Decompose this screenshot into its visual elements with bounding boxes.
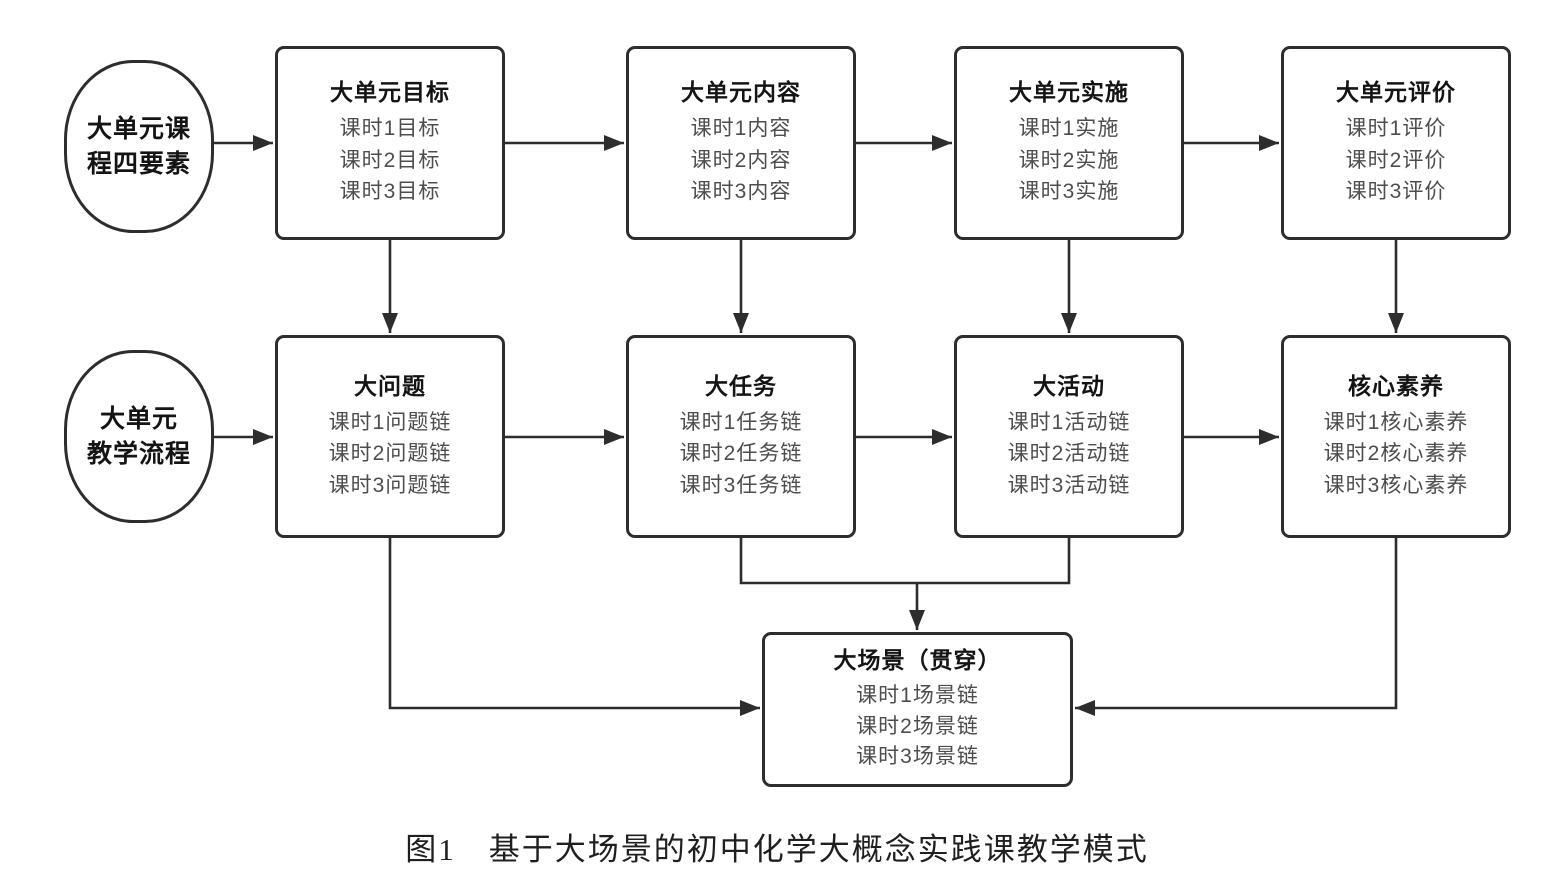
box-title: 大任务	[705, 372, 777, 399]
box-title: 大活动	[1033, 372, 1105, 399]
box-item: 课时1实施	[1018, 117, 1120, 141]
box-item: 课时1评价	[1345, 117, 1447, 141]
connector-task-activity-merge	[739, 538, 1071, 585]
box-unit-content: 大单元内容 课时1内容 课时2内容 课时3内容	[626, 46, 856, 240]
box-item: 课时3问题链	[328, 473, 452, 497]
box-item: 课时3核心素养	[1323, 473, 1469, 497]
box-item: 课时1任务链	[679, 410, 803, 434]
box-title: 核心素养	[1348, 372, 1444, 399]
ellipse-curriculum-four-elements: 大单元课 程四要素	[64, 60, 214, 233]
box-item: 课时1场景链	[856, 684, 979, 708]
box-item: 课时1问题链	[328, 410, 452, 434]
ellipse-label-line: 教学流程	[86, 439, 191, 468]
box-item: 课时2核心素养	[1323, 442, 1469, 466]
box-item: 课时3任务链	[679, 473, 803, 497]
ellipse-label-line: 大单元课	[86, 114, 191, 143]
box-item: 课时3内容	[690, 180, 792, 204]
arrow-question-to-scene	[388, 538, 760, 716]
box-item: 课时2场景链	[856, 714, 979, 738]
box-unit-implementation: 大单元实施 课时1实施 课时2实施 课时3实施	[954, 46, 1184, 240]
box-title: 大单元内容	[681, 79, 801, 106]
ellipse-label-line: 大单元	[99, 404, 178, 433]
box-item: 课时2活动链	[1007, 442, 1131, 466]
box-title: 大单元目标	[330, 79, 450, 106]
box-unit-evaluation: 大单元评价 课时1评价 课时2评价 课时3评价	[1281, 46, 1511, 240]
arrow-literacy-to-scene	[1075, 538, 1398, 716]
box-item: 课时1内容	[690, 117, 792, 141]
box-big-task: 大任务 课时1任务链 课时2任务链 课时3任务链	[626, 335, 856, 538]
box-title: 大场景（贯穿）	[833, 647, 1002, 674]
box-core-literacy: 核心素养 课时1核心素养 课时2核心素养 课时3核心素养	[1281, 335, 1511, 538]
box-item: 课时2目标	[339, 148, 441, 172]
box-item: 课时1目标	[339, 117, 441, 141]
box-big-scene: 大场景（贯穿） 课时1场景链 课时2场景链 课时3场景链	[762, 632, 1073, 787]
box-big-activity: 大活动 课时1活动链 课时2活动链 课时3活动链	[954, 335, 1184, 538]
box-title: 大单元实施	[1009, 79, 1129, 106]
ellipse-teaching-process: 大单元 教学流程	[64, 350, 214, 523]
box-title: 大单元评价	[1336, 79, 1456, 106]
box-item: 课时3场景链	[856, 745, 979, 769]
box-item: 课时3实施	[1018, 180, 1120, 204]
box-item: 课时2评价	[1345, 148, 1447, 172]
box-title: 大问题	[354, 372, 426, 399]
box-item: 课时2问题链	[328, 442, 452, 466]
box-item: 课时1活动链	[1007, 410, 1131, 434]
box-item: 课时2实施	[1018, 148, 1120, 172]
ellipse-label-line: 程四要素	[86, 149, 191, 178]
box-item: 课时2内容	[690, 148, 792, 172]
box-item: 课时1核心素养	[1323, 410, 1469, 434]
figure-caption: 图1 基于大场景的初中化学大概念实践课教学模式	[405, 832, 1149, 867]
box-item: 课时3目标	[339, 180, 441, 204]
box-big-question: 大问题 课时1问题链 课时2问题链 课时3问题链	[275, 335, 505, 538]
box-item: 课时3活动链	[1007, 473, 1131, 497]
box-item: 课时2任务链	[679, 442, 803, 466]
box-unit-goals: 大单元目标 课时1目标 课时2目标 课时3目标	[275, 46, 505, 240]
box-item: 课时3评价	[1345, 180, 1447, 204]
